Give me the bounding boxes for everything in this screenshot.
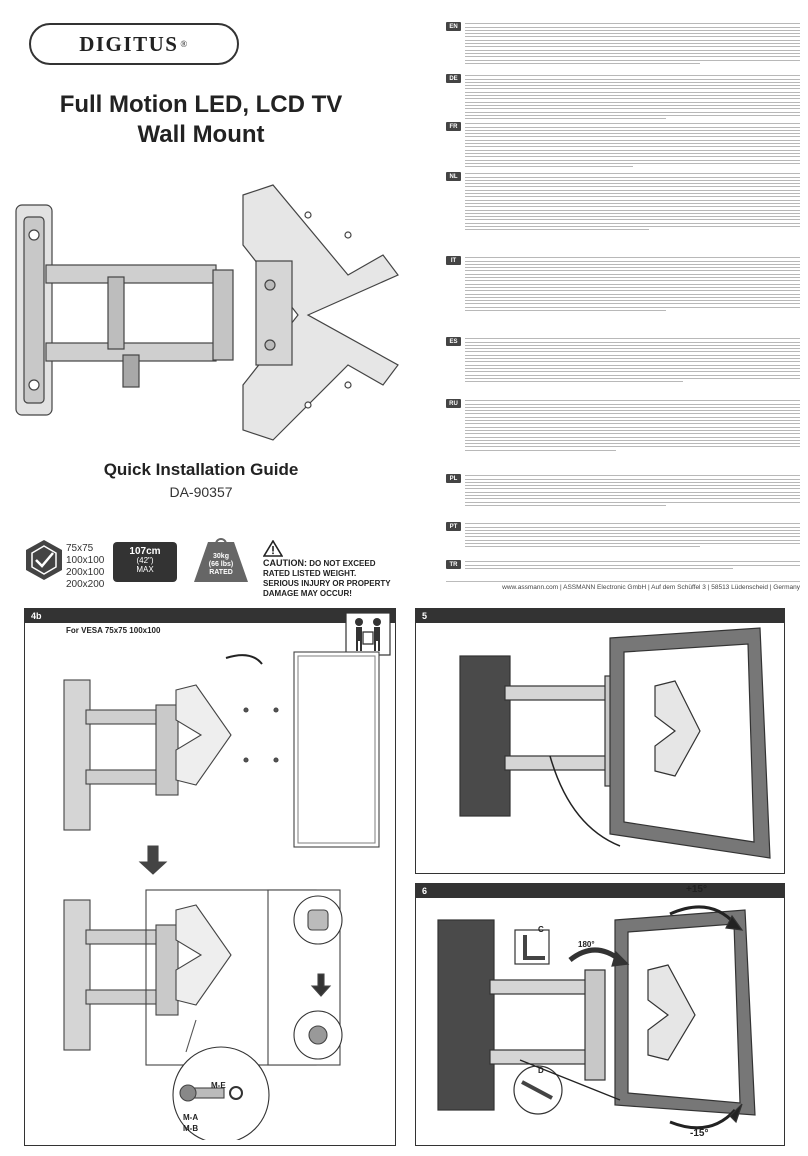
- lang-tag-en: EN: [446, 22, 461, 31]
- lang-tag-de: DE: [446, 74, 461, 83]
- guide-heading: Quick Installation Guide: [103, 460, 299, 479]
- tv-size-icon: 107cm (42") MAX: [113, 542, 177, 582]
- lang-tag-tr: TR: [446, 560, 461, 569]
- weight-icon: 30kg (66 lbs) RATED: [190, 538, 252, 584]
- vesa-2: 100x100: [66, 555, 105, 566]
- lang-tag-es: ES: [446, 337, 461, 346]
- two-person-icon: [345, 612, 391, 656]
- step-4b-panel: 4b: [24, 608, 396, 1146]
- product-illustration: [15, 184, 399, 441]
- step-5-illustration: [459, 627, 771, 859]
- step-6-illustration: [437, 905, 756, 1130]
- lang-block-fr: FR: [446, 121, 800, 169]
- lang-block-de: DE: [446, 73, 800, 121]
- lang-block-en: EN: [446, 21, 800, 66]
- brand-name: DIGITUS: [79, 31, 179, 56]
- vesa-3: 200x100: [66, 567, 105, 578]
- part-d-label: D: [538, 1066, 544, 1075]
- lang-tag-ru: RU: [446, 399, 461, 408]
- caution-label: CAUTION:: [263, 558, 307, 568]
- title-line-2: Wall Mount: [137, 121, 265, 148]
- rotate-label: 180°: [578, 940, 595, 949]
- weight-lbs: (66 lbs): [208, 561, 234, 568]
- step-4b-tag: 4b: [25, 609, 395, 623]
- step-4b-caption: For VESA 75x75 100x100: [66, 626, 161, 635]
- tilt-down-label: -15°: [690, 1128, 709, 1139]
- part-c-label: C: [538, 925, 544, 934]
- lang-tag-pt: PT: [446, 522, 461, 531]
- title-line-1: Full Motion LED, LCD TV: [59, 91, 343, 118]
- step-6-tag: 6: [416, 884, 784, 898]
- vesa-badge-icon: [26, 540, 62, 580]
- model-number: DA-90357: [169, 484, 233, 500]
- brand-reg: ®: [180, 39, 189, 49]
- part-m-b: M-B: [183, 1124, 199, 1133]
- part-m-e: M-E: [211, 1081, 226, 1090]
- lang-block-ru: RU: [446, 398, 800, 453]
- weight-kg: 30kg: [213, 553, 229, 560]
- vesa-list: 75x75 100x100 200x100 200x200: [66, 543, 104, 591]
- step-4b-illustration: [63, 651, 380, 1140]
- screen-size: 107cm: [129, 546, 161, 557]
- lang-tag-nl: NL: [446, 172, 461, 181]
- vesa-4: 200x200: [66, 579, 105, 590]
- lang-tag-fr: FR: [446, 122, 461, 131]
- warning-icon: [263, 540, 283, 557]
- caution-text: DO NOT EXCEED RATED LISTED WEIGHT. SERIO…: [263, 559, 391, 598]
- lang-block-nl: NL: [446, 171, 800, 233]
- lang-block-it: IT: [446, 255, 800, 313]
- lang-block-tr: TR: [446, 559, 800, 571]
- screen-max: MAX: [136, 565, 154, 574]
- lang-block-es: ES: [446, 336, 800, 384]
- brand-logo: DIGITUS®: [29, 23, 239, 65]
- vesa-1: 75x75: [66, 543, 94, 554]
- footer-address: www.assmann.com | ASSMANN Electronic Gmb…: [502, 584, 800, 591]
- weight-rated: RATED: [209, 569, 233, 576]
- lang-tag-pl: PL: [446, 474, 461, 483]
- footer-divider: [446, 581, 800, 582]
- step-5-panel: 5: [415, 608, 785, 874]
- screen-inches: (42"): [136, 556, 154, 565]
- lang-tag-it: IT: [446, 256, 461, 265]
- caution-box: CAUTION: DO NOT EXCEED RATED LISTED WEIG…: [263, 540, 393, 598]
- part-m-a: M-A: [183, 1113, 199, 1122]
- product-title: Full Motion LED, LCD TV Wall Mount: [0, 90, 402, 150]
- step-6-panel: 6: [415, 883, 785, 1146]
- tilt-up-label: +15°: [686, 884, 707, 895]
- lang-block-pt: PT: [446, 521, 800, 550]
- lang-block-pl: PL: [446, 473, 800, 508]
- step-5-tag: 5: [416, 609, 784, 623]
